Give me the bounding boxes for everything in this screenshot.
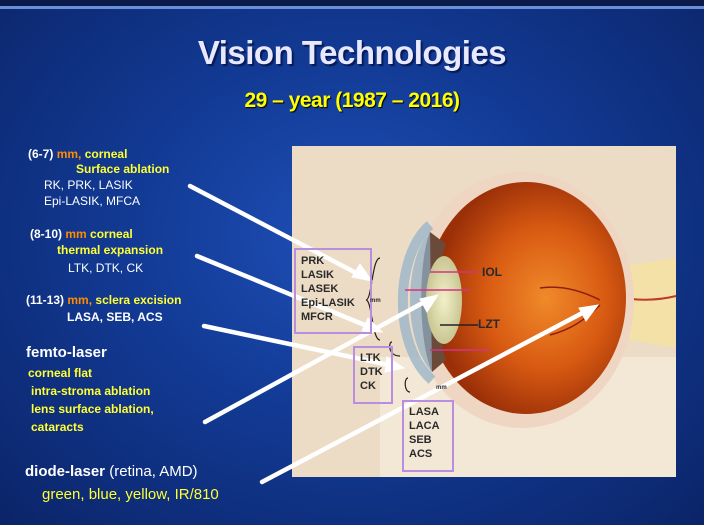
group3-header: (11-13) mm, sclera excision xyxy=(26,293,181,307)
box1-label-2: LASIK xyxy=(301,269,334,282)
group2-unit: mm xyxy=(65,227,86,241)
box2-label-1: LTK xyxy=(360,352,381,365)
group1-unit: mm, xyxy=(57,147,82,161)
group1-line2: Epi-LASIK, MFCA xyxy=(44,194,140,208)
iol-label: IOL xyxy=(482,266,502,279)
box3-label-3: SEB xyxy=(409,434,432,447)
group2-header: (8-10) mm corneal xyxy=(30,227,133,241)
diode-head: diode-laser xyxy=(25,463,105,480)
group1-line1: RK, PRK, LASIK xyxy=(44,178,133,192)
femto-header: femto-laser xyxy=(26,344,107,362)
group2-category: corneal xyxy=(90,227,133,241)
mm-label-1: mm xyxy=(370,295,381,308)
femto-line1: corneal flat xyxy=(28,366,92,380)
group2-subtitle: thermal expansion xyxy=(57,243,163,257)
group3-line1: LASA, SEB, ACS xyxy=(67,310,163,324)
diode-paren: (retina, AMD) xyxy=(109,463,197,480)
mm-label-2: mm xyxy=(436,382,447,395)
box2-label-3: CK xyxy=(360,380,376,393)
diode-colors: green, blue, yellow, IR/810 xyxy=(42,486,219,504)
box1-label-3: LASEK xyxy=(301,283,338,296)
femto-line3: lens surface ablation, xyxy=(31,402,154,416)
group1-category: corneal xyxy=(85,147,128,161)
group1-header: (6-7) mm, corneal xyxy=(28,147,127,161)
group2-line1: LTK, DTK, CK xyxy=(68,261,143,275)
femto-line4: cataracts xyxy=(31,420,84,434)
diode-header: diode-laser (retina, AMD) xyxy=(25,463,198,481)
group1-range: (6-7) xyxy=(28,147,53,161)
group3-range: (11-13) xyxy=(26,293,64,307)
group3-category: sclera excision xyxy=(95,293,181,307)
box3-label-2: LACA xyxy=(409,420,440,433)
femto-line2: intra-stroma ablation xyxy=(31,384,150,398)
box1-label-5: MFCR xyxy=(301,311,333,324)
group1-subtitle: Surface ablation xyxy=(76,162,169,176)
box1-label-1: PRK xyxy=(301,255,324,268)
lzt-label: LZT xyxy=(478,318,500,331)
group2-range: (8-10) xyxy=(30,227,62,241)
box1-label-4: Epi-LASIK xyxy=(301,297,355,310)
box3-label-1: LASA xyxy=(409,406,439,419)
box3-label-4: ACS xyxy=(409,448,432,461)
box2-label-2: DTK xyxy=(360,366,383,379)
group3-unit: mm, xyxy=(67,293,92,307)
